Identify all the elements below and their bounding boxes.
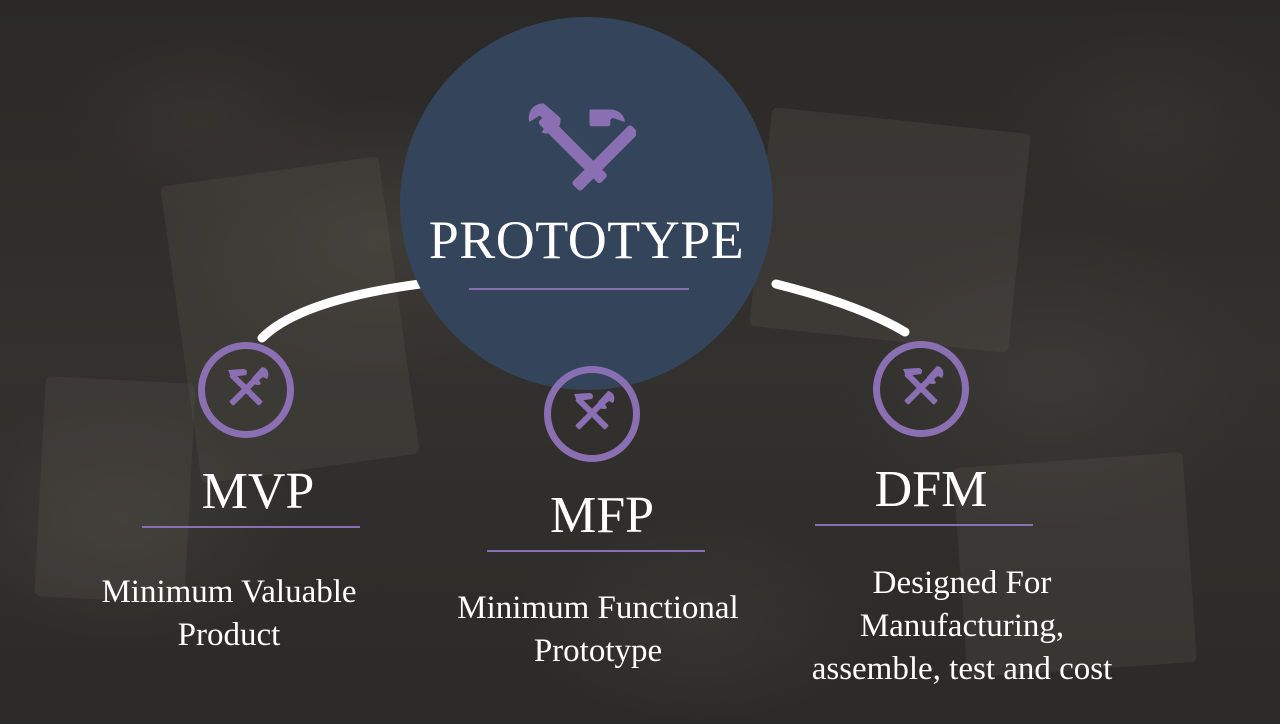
hammer-wrench-icon xyxy=(528,103,636,191)
prototype-circle xyxy=(400,17,773,390)
mfp-description-line: Minimum Functional xyxy=(457,590,739,626)
mfp-description-line: Prototype xyxy=(533,633,663,669)
dfm-description-line: Manufacturing, xyxy=(859,608,1065,644)
dfm-icon-circle xyxy=(873,341,969,437)
connector-right xyxy=(771,279,910,337)
mvp-underline xyxy=(142,526,360,528)
dfm-description-line: assemble, test and cost xyxy=(811,651,1113,687)
dfm-description-line: Designed For xyxy=(872,565,1052,601)
mvp-description-line: Product xyxy=(177,617,281,653)
mfp-underline xyxy=(487,550,705,552)
mfp-description: Minimum Functional Prototype xyxy=(418,587,778,673)
mfp-icon-circle xyxy=(544,366,640,462)
prototype-title: PROTOTYPE xyxy=(428,210,745,270)
prototype-underline xyxy=(469,288,689,290)
dfm-description: Designed For Manufacturing, assemble, te… xyxy=(782,562,1142,691)
mvp-title: MVP xyxy=(201,463,315,520)
mvp-description: Minimum Valuable Product xyxy=(49,571,409,657)
dfm-underline xyxy=(815,524,1033,526)
mvp-icon-circle xyxy=(198,342,294,438)
dfm-title: DFM xyxy=(874,461,988,518)
hammer-wrench-icon xyxy=(903,366,944,405)
connector-left xyxy=(257,279,425,343)
hammer-wrench-icon xyxy=(228,367,269,406)
mfp-title: MFP xyxy=(549,487,655,544)
hammer-wrench-icon xyxy=(574,391,615,430)
mvp-description-line: Minimum Valuable xyxy=(101,574,357,610)
